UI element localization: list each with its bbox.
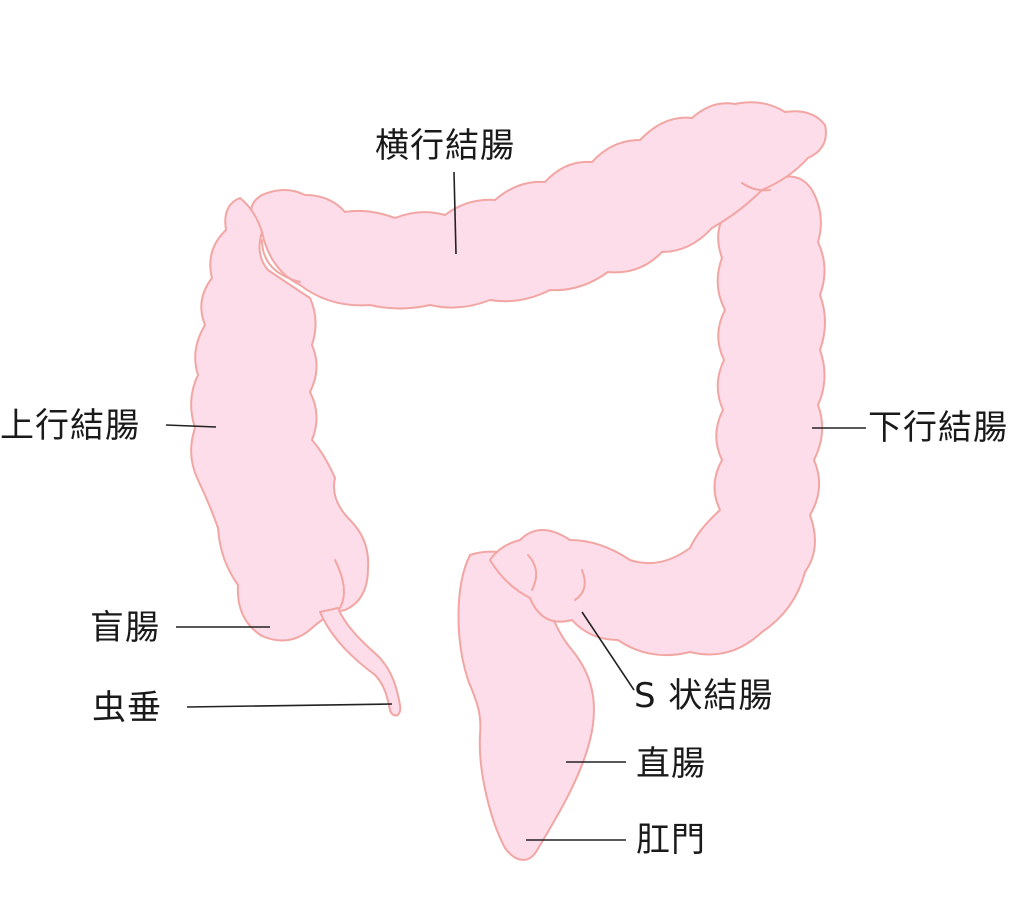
appendix-shape [319,607,402,717]
fold-line [527,554,538,591]
label-cecum: 盲腸 [90,608,160,648]
label-sigmoid-colon: S 状結腸 [634,676,774,716]
fold-line [261,239,301,283]
label-anus: 肛門 [636,820,706,860]
leader-appendix [186,703,393,708]
label-appendix: 虫垂 [92,688,162,728]
label-rectum: 直腸 [636,744,706,784]
fold-line [334,559,345,609]
fold-line [741,182,771,192]
label-transverse-colon: 横行結腸 [375,126,515,166]
leader-transverse-colon [453,171,457,255]
label-ascending-colon: 上行結腸 [0,406,140,446]
leader-ascending-colon [165,424,217,428]
leader-sigmoid-colon [581,611,635,691]
descending-sigmoid-shape [489,175,826,657]
label-descending-colon: 下行結腸 [868,408,1008,448]
transverse-colon-shape [250,101,827,310]
fold-line [574,569,586,601]
